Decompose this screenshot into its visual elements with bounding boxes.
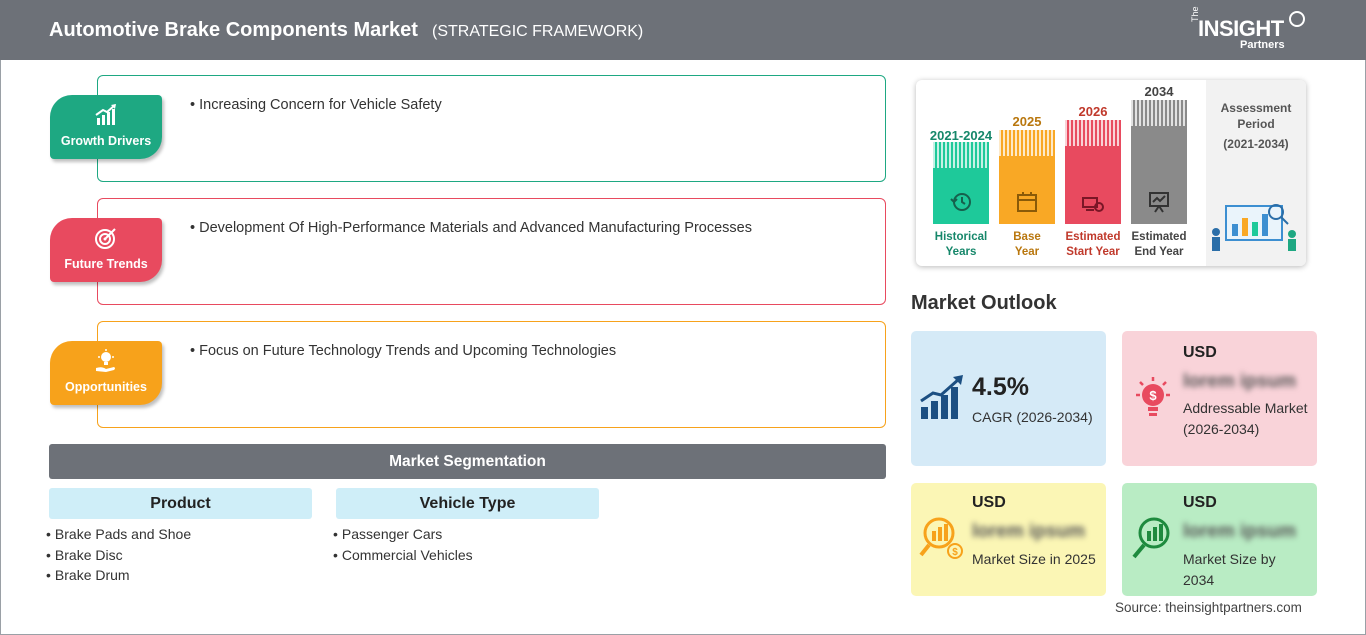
- market-size-2034-desc: Market Size by 2034: [1183, 551, 1276, 588]
- growth-drivers-point: • Increasing Concern for Vehicle Safety: [190, 97, 442, 113]
- future-trends-label: Future Trends: [64, 257, 148, 271]
- logo-partners: Partners: [1240, 39, 1285, 51]
- growth-chart-icon: [95, 104, 116, 125]
- market-size-2034-box: USD lorem ipsum Market Size by 2034: [1122, 483, 1317, 596]
- historical-years-bar: [933, 142, 989, 224]
- market-size-2034-currency: USD: [1183, 494, 1217, 511]
- growth-bar-chart-icon: [920, 375, 963, 419]
- list-item: Brake Pads and Shoe: [46, 526, 191, 547]
- logo-insight: INSIGHT: [1198, 16, 1284, 41]
- addressable-currency: USD: [1183, 344, 1217, 361]
- market-size-2025-value: lorem ipsum: [972, 521, 1085, 542]
- page-title: Automotive Brake Components Market: [49, 19, 418, 41]
- svg-text:$: $: [952, 547, 958, 558]
- market-size-2025-desc: Market Size in 2025: [972, 551, 1096, 567]
- addressable-value: lorem ipsum: [1183, 371, 1296, 392]
- startup-icon: [1082, 197, 1104, 212]
- market-size-magnifier-icon: $: [919, 517, 963, 559]
- calendar-icon: [1017, 192, 1037, 212]
- analytics-team-illustration-icon: [1212, 204, 1296, 251]
- segment-heading-product: Product: [49, 488, 312, 519]
- market-outlook-title: Market Outlook: [911, 292, 1057, 314]
- page-subtitle: (STRATEGIC FRAMEWORK): [432, 23, 644, 40]
- list-item: Brake Disc: [46, 547, 191, 568]
- opportunities-card: • Focus on Future Technology Trends and …: [97, 321, 886, 428]
- list-item: Brake Drum: [46, 567, 191, 588]
- market-size-2034-value: lorem ipsum: [1183, 521, 1296, 542]
- opportunities-label: Opportunities: [65, 380, 147, 394]
- estimated-start-year-value: 2026: [1078, 104, 1108, 119]
- lightbulb-hand-icon: [96, 349, 115, 372]
- target-icon: [95, 228, 116, 249]
- svg-text:$: $: [1149, 388, 1157, 403]
- market-forecast-magnifier-icon: [1132, 517, 1170, 559]
- market-size-2025-currency: USD: [972, 494, 1006, 511]
- growth-drivers-card: • Increasing Concern for Vehicle Safety: [97, 75, 886, 182]
- market-segmentation-header: Market Segmentation: [49, 444, 886, 479]
- assessment-period-label: Assessment Period (2021-2034): [1220, 101, 1292, 151]
- insight-partners-logo[interactable]: The INSIGHT Partners: [1190, 6, 1310, 52]
- list-item: Commercial Vehicles: [333, 547, 473, 568]
- segment-heading-vehicle-type: Vehicle Type: [336, 488, 599, 519]
- market-size-2025-box: $ USD lorem ipsum Market Size in 2025: [911, 483, 1106, 596]
- growth-drivers-label: Growth Drivers: [60, 134, 152, 148]
- addressable-market-box: $ USD lorem ipsum Addressable Market (20…: [1122, 331, 1317, 466]
- logo-magnifier-icon: [1289, 11, 1305, 27]
- cagr-label: CAGR (2026-2034): [972, 409, 1093, 425]
- future-trends-point: • Development Of High-Performance Materi…: [190, 220, 752, 236]
- historical-years-value: 2021-2024: [929, 128, 993, 143]
- page-header: Automotive Brake Components Market (STRA…: [0, 0, 1366, 60]
- cagr-box: 4.5% CAGR (2026-2034): [911, 331, 1106, 466]
- estimated-end-year-value: 2034: [1144, 84, 1174, 99]
- opportunities-tag: Opportunities: [50, 341, 162, 405]
- base-year-value: 2025: [1012, 114, 1042, 129]
- estimated-start-year-bar: [1065, 120, 1121, 224]
- list-item: Passenger Cars: [333, 526, 473, 547]
- estimated-end-year-bar: [1131, 100, 1187, 224]
- addressable-desc: Addressable Market (2026-2034): [1183, 400, 1308, 437]
- opportunities-point: • Focus on Future Technology Trends and …: [190, 343, 617, 359]
- source-credit[interactable]: Source: theinsightpartners.com: [1115, 600, 1302, 615]
- future-trends-card: • Development Of High-Performance Materi…: [97, 198, 886, 305]
- future-trends-tag: Future Trends: [50, 218, 162, 282]
- dollar-bulb-icon: $: [1136, 377, 1170, 416]
- history-clock-icon: [950, 193, 971, 211]
- cagr-value: 4.5%: [972, 373, 1029, 401]
- base-year-bar: [999, 130, 1055, 224]
- presentation-board-icon: [1149, 192, 1169, 213]
- growth-drivers-tag: Growth Drivers: [50, 95, 162, 159]
- vehicle-type-segment-list: Passenger Cars Commercial Vehicles: [333, 526, 473, 567]
- product-segment-list: Brake Pads and Shoe Brake Disc Brake Dru…: [46, 526, 191, 588]
